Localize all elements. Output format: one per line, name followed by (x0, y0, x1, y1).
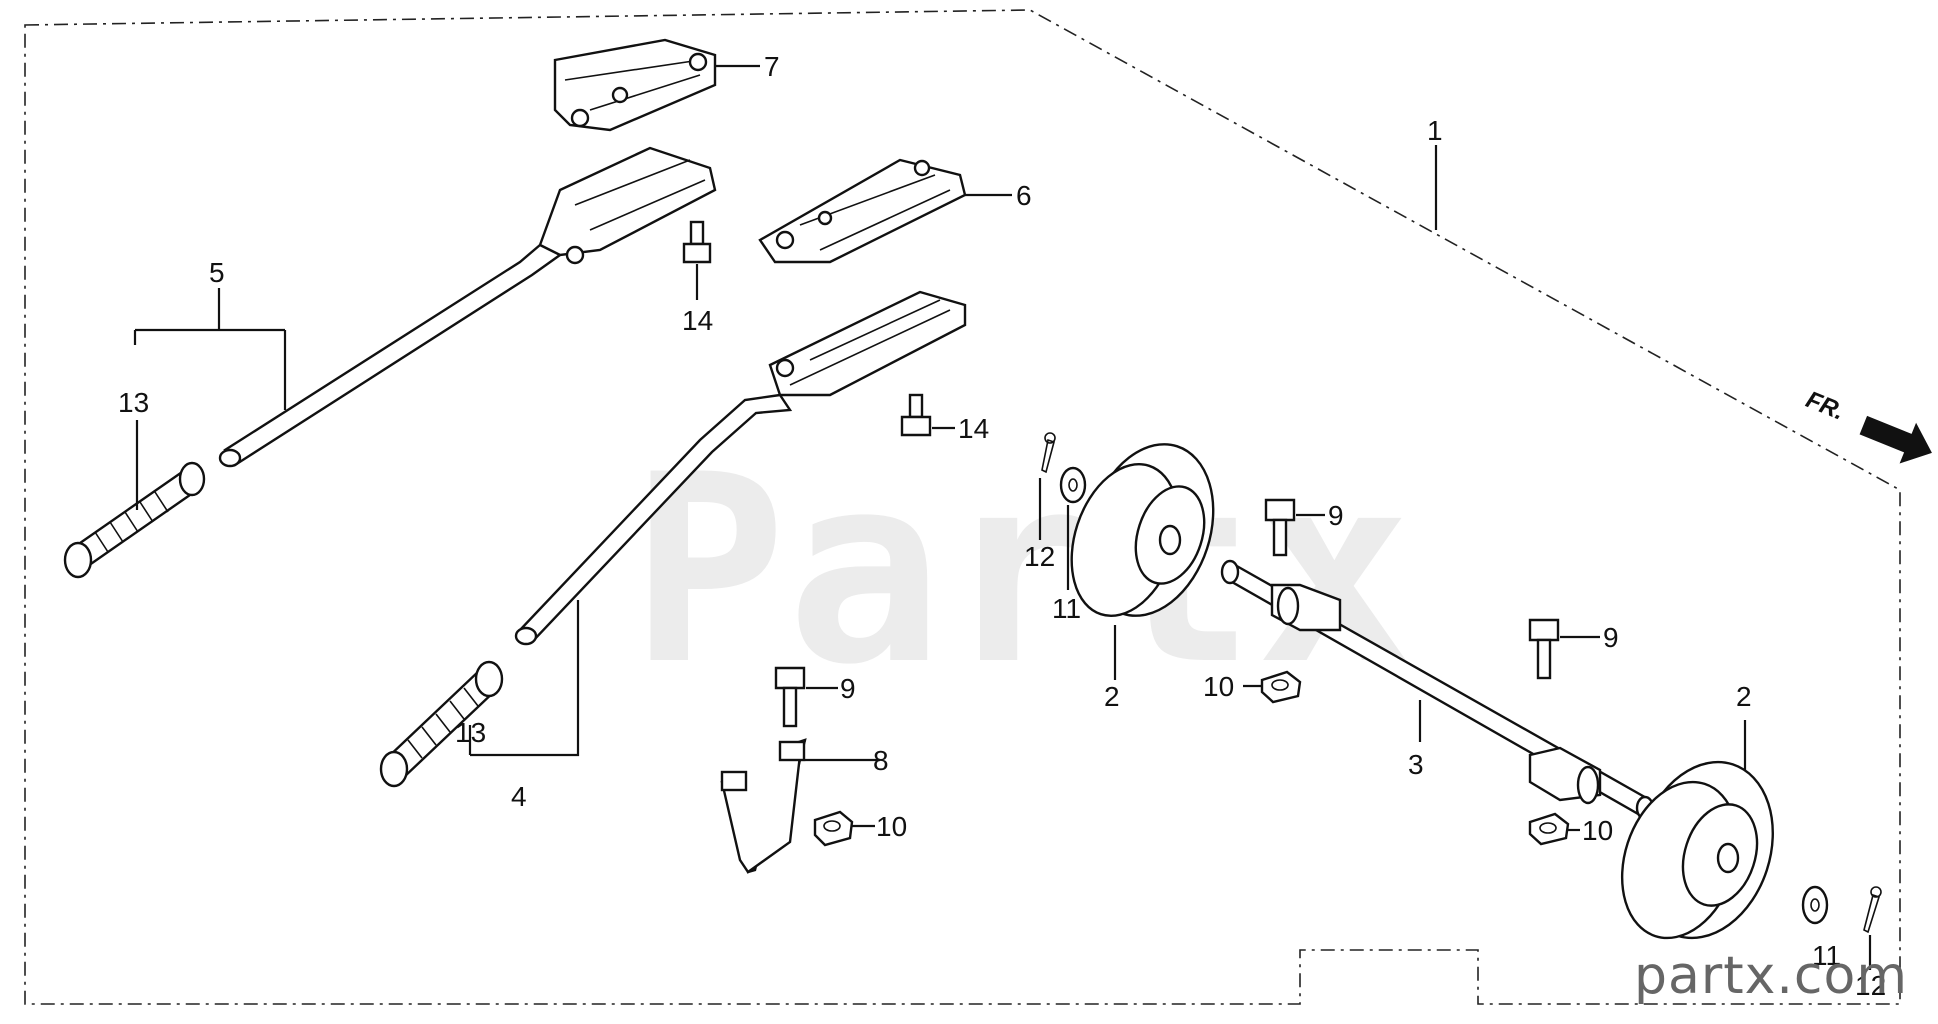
nut-part-10-lower (1528, 812, 1570, 846)
cotter-pin-part-12-left (1041, 432, 1056, 474)
callout-6: 6 (1016, 180, 1032, 211)
wheel-part-2-left (1070, 443, 1215, 617)
bolt-part-14-upper (682, 220, 712, 264)
bracket-part-6 (758, 158, 967, 264)
callout-2-left: 2 (1104, 681, 1120, 712)
cotter-pin-part-12-right (1863, 886, 1882, 934)
callout-13-lower: 13 (455, 717, 486, 748)
callout-9-center: 9 (840, 673, 856, 704)
bolt-part-14-lower (900, 393, 932, 437)
callout-10-center: 10 (876, 811, 907, 842)
callout-7: 7 (764, 51, 780, 82)
bolt-part-9-right (1528, 618, 1560, 680)
callout-4: 4 (511, 781, 527, 812)
callout-2-right: 2 (1736, 681, 1752, 712)
callout-10-upper: 10 (1203, 671, 1234, 702)
callout-5: 5 (209, 257, 225, 288)
assembly-border (24, 9, 1901, 1005)
washer-part-11-left (1059, 466, 1087, 504)
leader-5 (133, 288, 287, 410)
stand-part-8 (720, 738, 807, 874)
callout-13-upper: 13 (118, 387, 149, 418)
site-watermark: partx.com (1633, 946, 1908, 1006)
callout-3: 3 (1408, 749, 1424, 780)
callout-11-right: 11 (1812, 940, 1841, 971)
callout-10-lower: 10 (1582, 815, 1613, 846)
bolt-part-9-upper-right (1264, 498, 1296, 557)
background-watermark: Partx (630, 420, 1413, 722)
callout-12-right: 12 (1855, 970, 1886, 1001)
callout-9-right: 9 (1603, 622, 1619, 653)
callout-8: 8 (873, 745, 889, 776)
grip-part-13-upper (63, 461, 206, 579)
handle-bar-part-4 (514, 290, 967, 646)
handle-bar-part-5 (218, 146, 717, 468)
bolt-part-9-center (774, 666, 806, 728)
callout-11-left: 11 (1052, 593, 1081, 624)
callout-1: 1 (1427, 115, 1443, 146)
washer-part-11-right (1801, 885, 1829, 925)
front-direction-arrow: FR. (1802, 386, 1932, 464)
wheel-part-2-right (1620, 760, 1774, 940)
bracket-part-7 (553, 38, 717, 132)
callout-12-left: 12 (1024, 541, 1055, 572)
callout-14-upper: 14 (682, 305, 713, 336)
nut-part-10-center (813, 810, 854, 847)
grip-part-13-lower (379, 660, 504, 788)
nut-part-10-upper (1260, 670, 1302, 704)
callout-9-upper-right: 9 (1328, 500, 1344, 531)
callout-14-lower: 14 (958, 413, 989, 444)
leader-4 (468, 600, 580, 757)
fr-label: FR. (1802, 386, 1848, 426)
